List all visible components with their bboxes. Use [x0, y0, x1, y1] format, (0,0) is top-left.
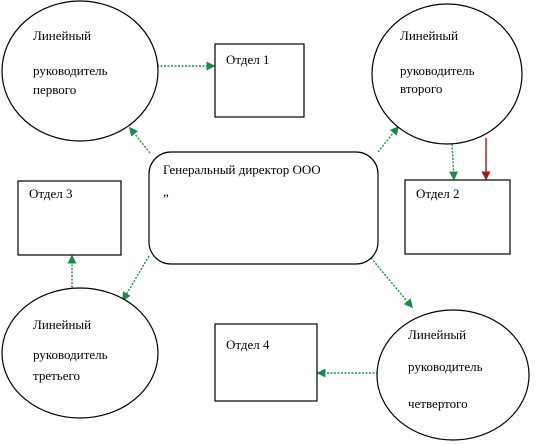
manager-fourth-line3: четвертого	[408, 396, 468, 411]
manager-third-circle	[1, 287, 159, 419]
manager-second-line2: руководитель	[400, 63, 475, 78]
dept2-box	[404, 179, 511, 255]
manager-third-line3: третьего	[33, 368, 80, 383]
arrow-director-to-manager-second	[377, 125, 399, 153]
director-box	[148, 151, 379, 265]
dept4-box	[214, 323, 318, 402]
manager-third-line1: Линейный	[33, 317, 92, 332]
manager-fourth-circle	[376, 309, 530, 441]
manager-first-line3: первого	[33, 82, 77, 97]
manager-second-circle	[371, 3, 523, 145]
arrow-director-to-manager-fourth	[370, 257, 413, 309]
arrow-director-to-manager-first	[129, 126, 151, 154]
dept3-label: Отдел 3	[29, 186, 73, 201]
manager-first-circle	[1, 0, 159, 142]
manager-second-line3: второго	[400, 81, 443, 96]
manager-third-line2: руководитель	[33, 347, 108, 362]
director-title: Генеральный директор ООО	[163, 162, 321, 177]
dept1-label: Отдел 1	[226, 52, 270, 67]
dept4-label: Отдел 4	[226, 337, 270, 352]
director-suffix: ”	[163, 191, 169, 206]
arrow-director-to-manager-third	[122, 255, 150, 302]
arrow-manager-second-to-dept2-green	[449, 143, 459, 181]
dept1-box	[214, 43, 305, 118]
manager-first-line1: Линейный	[33, 28, 92, 43]
dept3-box	[17, 180, 122, 256]
manager-fourth-line2: руководитель	[408, 359, 483, 374]
manager-first-line2: руководитель	[33, 63, 108, 78]
dept2-label: Отдел 2	[416, 186, 460, 201]
manager-second-line1: Линейный	[400, 28, 459, 43]
manager-fourth-line1: Линейный	[408, 327, 467, 342]
